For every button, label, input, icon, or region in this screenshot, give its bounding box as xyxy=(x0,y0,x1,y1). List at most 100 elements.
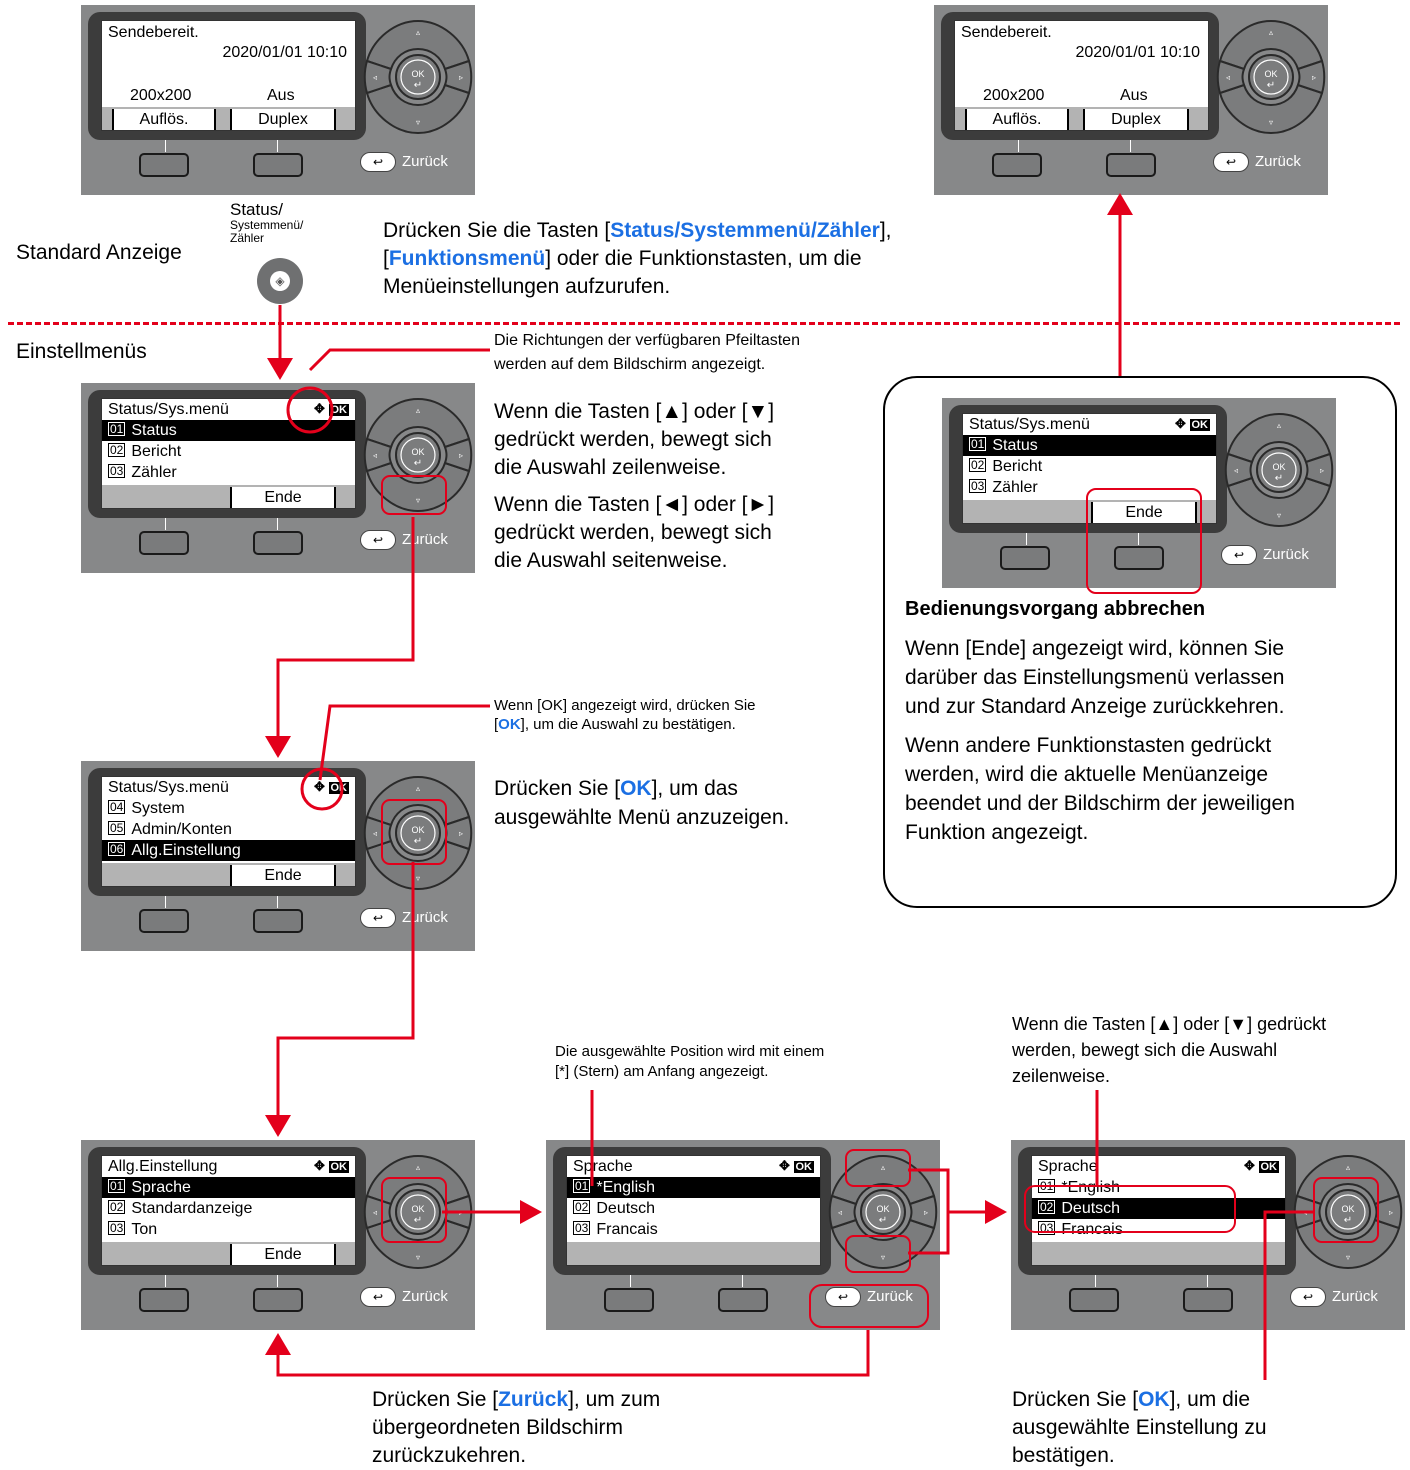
back-icon[interactable]: ↩ xyxy=(1221,545,1257,565)
dpad[interactable]: OK ↵ ▵ ▿ ◃ ▹ xyxy=(1216,17,1326,137)
back-icon[interactable]: ↩ xyxy=(360,908,396,928)
softkey-end[interactable]: Ende xyxy=(230,865,336,886)
function-button-right[interactable] xyxy=(253,1288,303,1312)
function-button-left[interactable] xyxy=(139,153,189,177)
dpad[interactable]: OK ↵ ▵ ▿ ◃ ▹ xyxy=(363,17,473,137)
back-icon[interactable]: ↩ xyxy=(360,152,396,172)
softkey-line-right xyxy=(1130,140,1131,152)
back-label: Zurück xyxy=(867,1288,913,1305)
intro-text-f: ] oder die Funktionstasten, um die xyxy=(545,247,862,270)
back-icon[interactable]: ↩ xyxy=(1290,1287,1326,1307)
svg-text:◃: ◃ xyxy=(1226,73,1230,82)
svg-text:▹: ▹ xyxy=(1389,1208,1393,1217)
lcd-screen: Sendebereit. 2020/01/01 10:10 200x200 Au… xyxy=(101,20,356,131)
softkey-line-left xyxy=(630,1275,631,1287)
cancel-p1-2: darüber das Einstellungsmenü verlassen xyxy=(905,666,1285,689)
screen-title: Status/Sys.menü xyxy=(108,401,229,418)
softkey-line-left xyxy=(165,1275,166,1287)
back-note-1: Drücken Sie [Zurück], um zum xyxy=(372,1385,660,1414)
softkey-resolution[interactable]: Auflös. xyxy=(965,109,1069,130)
svg-text:OK: OK xyxy=(1272,462,1285,472)
back-icon[interactable]: ↩ xyxy=(360,530,396,550)
back-icon[interactable]: ↩ xyxy=(825,1287,861,1307)
leftright-2: gedrückt werden, bewegt sich xyxy=(494,521,772,544)
back-note-1c: ], um zum xyxy=(568,1388,661,1411)
svg-text:▿: ▿ xyxy=(416,118,420,127)
function-button-left[interactable] xyxy=(139,1288,189,1312)
updown-3: die Auswahl zeilenweise. xyxy=(494,456,727,479)
dpad[interactable]: OK ↵ ▵ ▿ ◃ ▹ xyxy=(1293,1152,1403,1272)
cancel-title: Bedienungsvorgang abbrechen xyxy=(905,598,1206,620)
back-label: Zurück xyxy=(402,153,448,170)
function-button-left[interactable] xyxy=(139,531,189,555)
softkey-bar: Ende xyxy=(102,485,355,508)
ok-confirm-1: Drücken Sie [OK], um die xyxy=(1012,1385,1250,1414)
dpad[interactable]: OK ↵ ▵ ▿ ◃ ▹ xyxy=(828,1152,938,1272)
softkey-end[interactable]: Ende xyxy=(230,1244,336,1265)
softkey-resolution[interactable]: Auflös. xyxy=(112,109,216,130)
label-standard-anzeige: Standard Anzeige xyxy=(16,241,182,264)
function-button-left[interactable] xyxy=(1000,546,1050,570)
svg-text:▹: ▹ xyxy=(924,1208,928,1217)
ok-note-2c: ], um die Auswahl zu bestätigen. xyxy=(520,716,736,733)
back-note-1a: Drücken Sie [ xyxy=(372,1388,499,1411)
svg-text:OK: OK xyxy=(1341,1204,1354,1214)
function-button-right[interactable] xyxy=(1114,546,1164,570)
function-button-right[interactable] xyxy=(253,909,303,933)
cancel-p1-1: Wenn [Ende] angezeigt wird, können Sie xyxy=(905,637,1285,660)
leftright-3: die Auswahl seitenweise. xyxy=(494,549,728,572)
status-key-label-3: Zähler xyxy=(230,231,265,245)
lcd-screen: Sendebereit. 2020/01/01 10:10 200x200 Au… xyxy=(954,20,1209,131)
function-button-right[interactable] xyxy=(1183,1288,1233,1312)
cancel-p1-3: und zur Standard Anzeige zurückkehren. xyxy=(905,695,1285,718)
back-icon[interactable]: ↩ xyxy=(360,1287,396,1307)
cancel-p2-2: werden, wird die aktuelle Menüanzeige xyxy=(905,763,1269,786)
svg-text:▵: ▵ xyxy=(1346,1163,1350,1172)
function-button-left[interactable] xyxy=(1069,1288,1119,1312)
back-note-2: übergeordneten Bildschirm xyxy=(372,1416,623,1439)
function-button-right[interactable] xyxy=(1106,153,1156,177)
function-button-left[interactable] xyxy=(992,153,1042,177)
status-key-button[interactable]: ◈ xyxy=(257,258,303,304)
svg-text:↵: ↵ xyxy=(1267,80,1275,91)
dpad[interactable]: OK ↵ ▵ ▿ ◃ ▹ xyxy=(1224,410,1334,530)
function-menu-ref: Funktionsmenü xyxy=(388,247,546,270)
press-ok-1a: Drücken Sie [ xyxy=(494,777,621,800)
svg-text:▹: ▹ xyxy=(459,73,463,82)
softkey-end[interactable]: Ende xyxy=(1091,502,1197,523)
duplex-value: Aus xyxy=(267,87,295,104)
ok-note-2a: [ xyxy=(494,716,499,733)
softkey-end[interactable]: Ende xyxy=(230,487,336,508)
function-button-left[interactable] xyxy=(604,1288,654,1312)
function-button-right[interactable] xyxy=(253,531,303,555)
function-button-right[interactable] xyxy=(718,1288,768,1312)
function-button-right[interactable] xyxy=(253,153,303,177)
softkey-duplex[interactable]: Duplex xyxy=(230,109,336,130)
cancel-p2-4: Funktion angezeigt. xyxy=(905,821,1089,844)
svg-text:OK: OK xyxy=(411,1204,424,1214)
svg-text:◃: ◃ xyxy=(373,829,377,838)
softkey-duplex[interactable]: Duplex xyxy=(1083,109,1189,130)
back-icon[interactable]: ↩ xyxy=(1213,152,1249,172)
intro-text-line-3: Menüeinstellungen aufzurufen. xyxy=(383,275,671,298)
function-button-left[interactable] xyxy=(139,909,189,933)
menu-item[interactable]: 01*English xyxy=(567,1177,820,1198)
